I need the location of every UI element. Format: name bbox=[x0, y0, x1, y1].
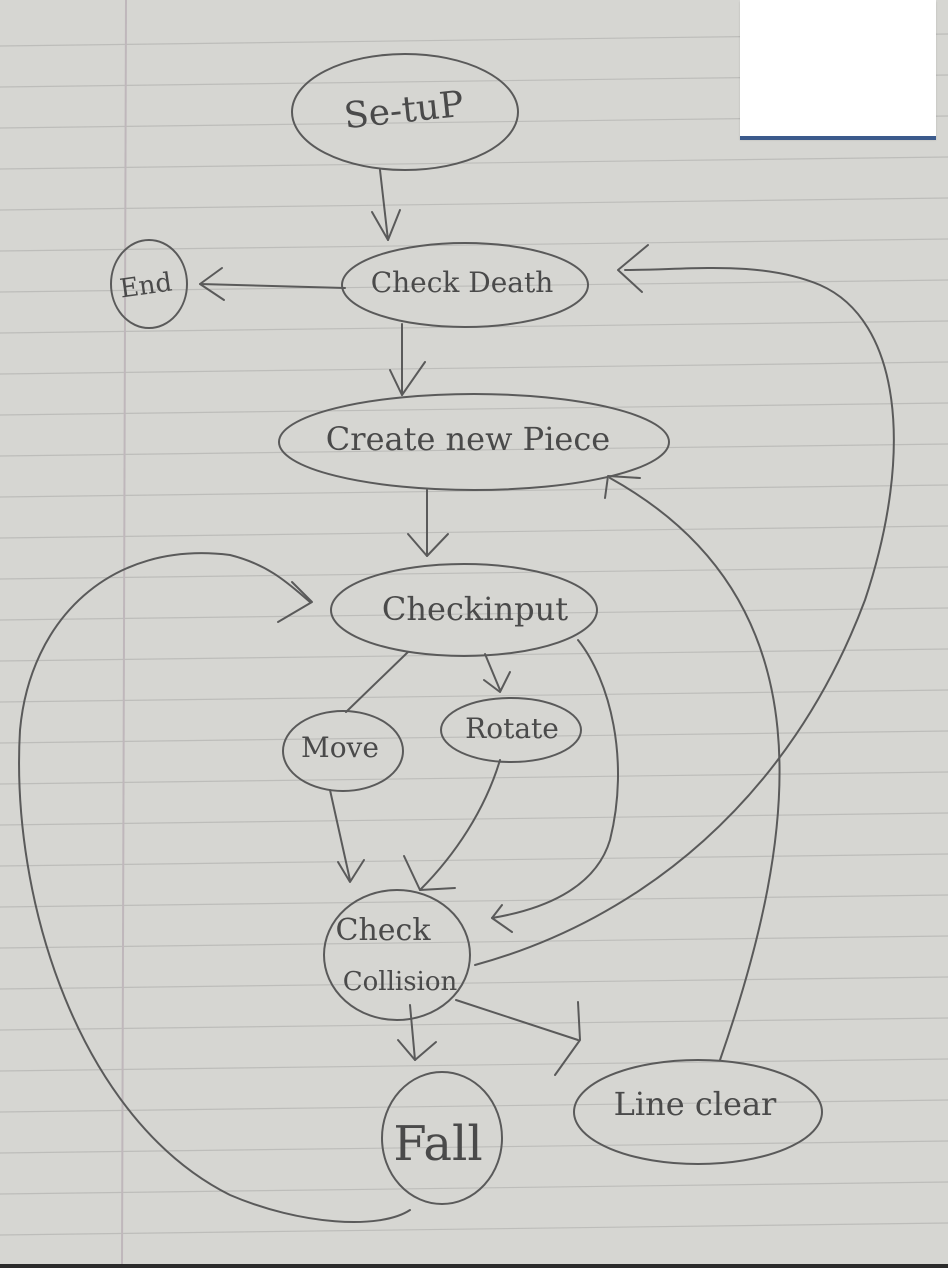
label-create-new-piece: Create new Piece bbox=[326, 420, 610, 458]
ruled-line bbox=[0, 566, 948, 580]
edge-collision-to-check-death-loop-head bbox=[617, 244, 649, 293]
edge-collision-to-fall-head bbox=[397, 1039, 437, 1061]
ruled-line bbox=[0, 525, 948, 539]
edge-fall-to-check-input-loop-head bbox=[277, 581, 313, 623]
edge-setup-to-check-death bbox=[379, 169, 389, 241]
edge-rotate-to-collision-head bbox=[403, 855, 456, 891]
edge-check-input-to-move bbox=[345, 651, 409, 713]
edge-line-clear-to-create-loop-head bbox=[604, 475, 641, 499]
edge-check-input-to-rotate-head bbox=[483, 671, 511, 693]
edge-setup-to-check-death-head bbox=[371, 209, 401, 241]
margin-line bbox=[121, 0, 127, 1265]
node-check-input bbox=[330, 563, 598, 657]
ruled-line bbox=[0, 730, 948, 744]
node-create-new-piece bbox=[278, 393, 670, 491]
node-end bbox=[110, 239, 188, 329]
edge-line-clear-to-create-loop bbox=[609, 477, 781, 1061]
ruled-line bbox=[0, 1181, 948, 1195]
label-move: Move bbox=[301, 731, 379, 764]
edge-fall-to-check-input-loop bbox=[18, 552, 411, 1223]
edge-collision-to-check-death-loop bbox=[474, 267, 895, 966]
ruled-line bbox=[0, 156, 948, 170]
ruled-line bbox=[0, 894, 948, 908]
node-setup bbox=[291, 53, 519, 171]
sticky-note-edge bbox=[740, 136, 936, 140]
ruled-line bbox=[0, 238, 948, 252]
ruled-line bbox=[0, 1140, 948, 1154]
ruled-line bbox=[0, 443, 948, 457]
edge-check-input-to-collision bbox=[491, 639, 619, 919]
edge-collision-to-fall bbox=[409, 1004, 416, 1061]
label-end: End bbox=[118, 268, 174, 305]
edge-collision-to-line-clear-head bbox=[554, 1001, 581, 1076]
edge-move-to-collision bbox=[329, 789, 351, 881]
ruled-line bbox=[0, 689, 948, 703]
label-rotate: Rotate bbox=[465, 712, 559, 745]
ruled-line bbox=[0, 1058, 948, 1072]
ruled-line bbox=[0, 976, 948, 990]
ruled-line bbox=[0, 279, 948, 293]
label-check-collision-line1: Check bbox=[335, 913, 431, 948]
node-rotate bbox=[440, 697, 582, 763]
edge-move-to-collision-head bbox=[337, 859, 365, 883]
node-check-death bbox=[341, 242, 589, 328]
label-check-death: Check Death bbox=[371, 266, 554, 299]
ruled-line bbox=[0, 402, 948, 416]
ruled-line bbox=[0, 935, 948, 949]
sticky-note-occluder bbox=[740, 0, 936, 138]
ruled-lines bbox=[0, 33, 948, 1236]
node-move bbox=[282, 710, 404, 792]
ruled-line bbox=[0, 1017, 948, 1031]
ruled-line bbox=[0, 361, 948, 375]
ruled-line bbox=[0, 1099, 948, 1113]
node-line-clear bbox=[573, 1059, 823, 1165]
edge-collision-to-line-clear bbox=[455, 999, 579, 1041]
ruled-line bbox=[0, 607, 948, 621]
edge-check-input-to-rotate bbox=[484, 653, 501, 691]
label-check-input: Checkinput bbox=[382, 590, 568, 628]
edge-check-input-to-collision-head bbox=[491, 904, 513, 933]
edge-create-to-check-input-head bbox=[407, 533, 449, 557]
node-check-collision bbox=[323, 889, 471, 1021]
label-fall: Fall bbox=[393, 1116, 482, 1172]
ruled-line bbox=[0, 1222, 948, 1236]
label-line-clear: Line clear bbox=[614, 1085, 777, 1123]
node-fall bbox=[381, 1071, 503, 1205]
edge-check-death-to-end bbox=[199, 283, 346, 289]
edge-check-death-to-create-head bbox=[389, 361, 426, 396]
ruled-line bbox=[0, 197, 948, 211]
ruled-line bbox=[0, 771, 948, 785]
edge-rotate-to-collision bbox=[419, 759, 501, 891]
edge-check-death-to-end-head bbox=[199, 267, 225, 301]
label-check-collision-line2: Collision bbox=[343, 967, 458, 997]
ruled-line bbox=[0, 853, 948, 867]
